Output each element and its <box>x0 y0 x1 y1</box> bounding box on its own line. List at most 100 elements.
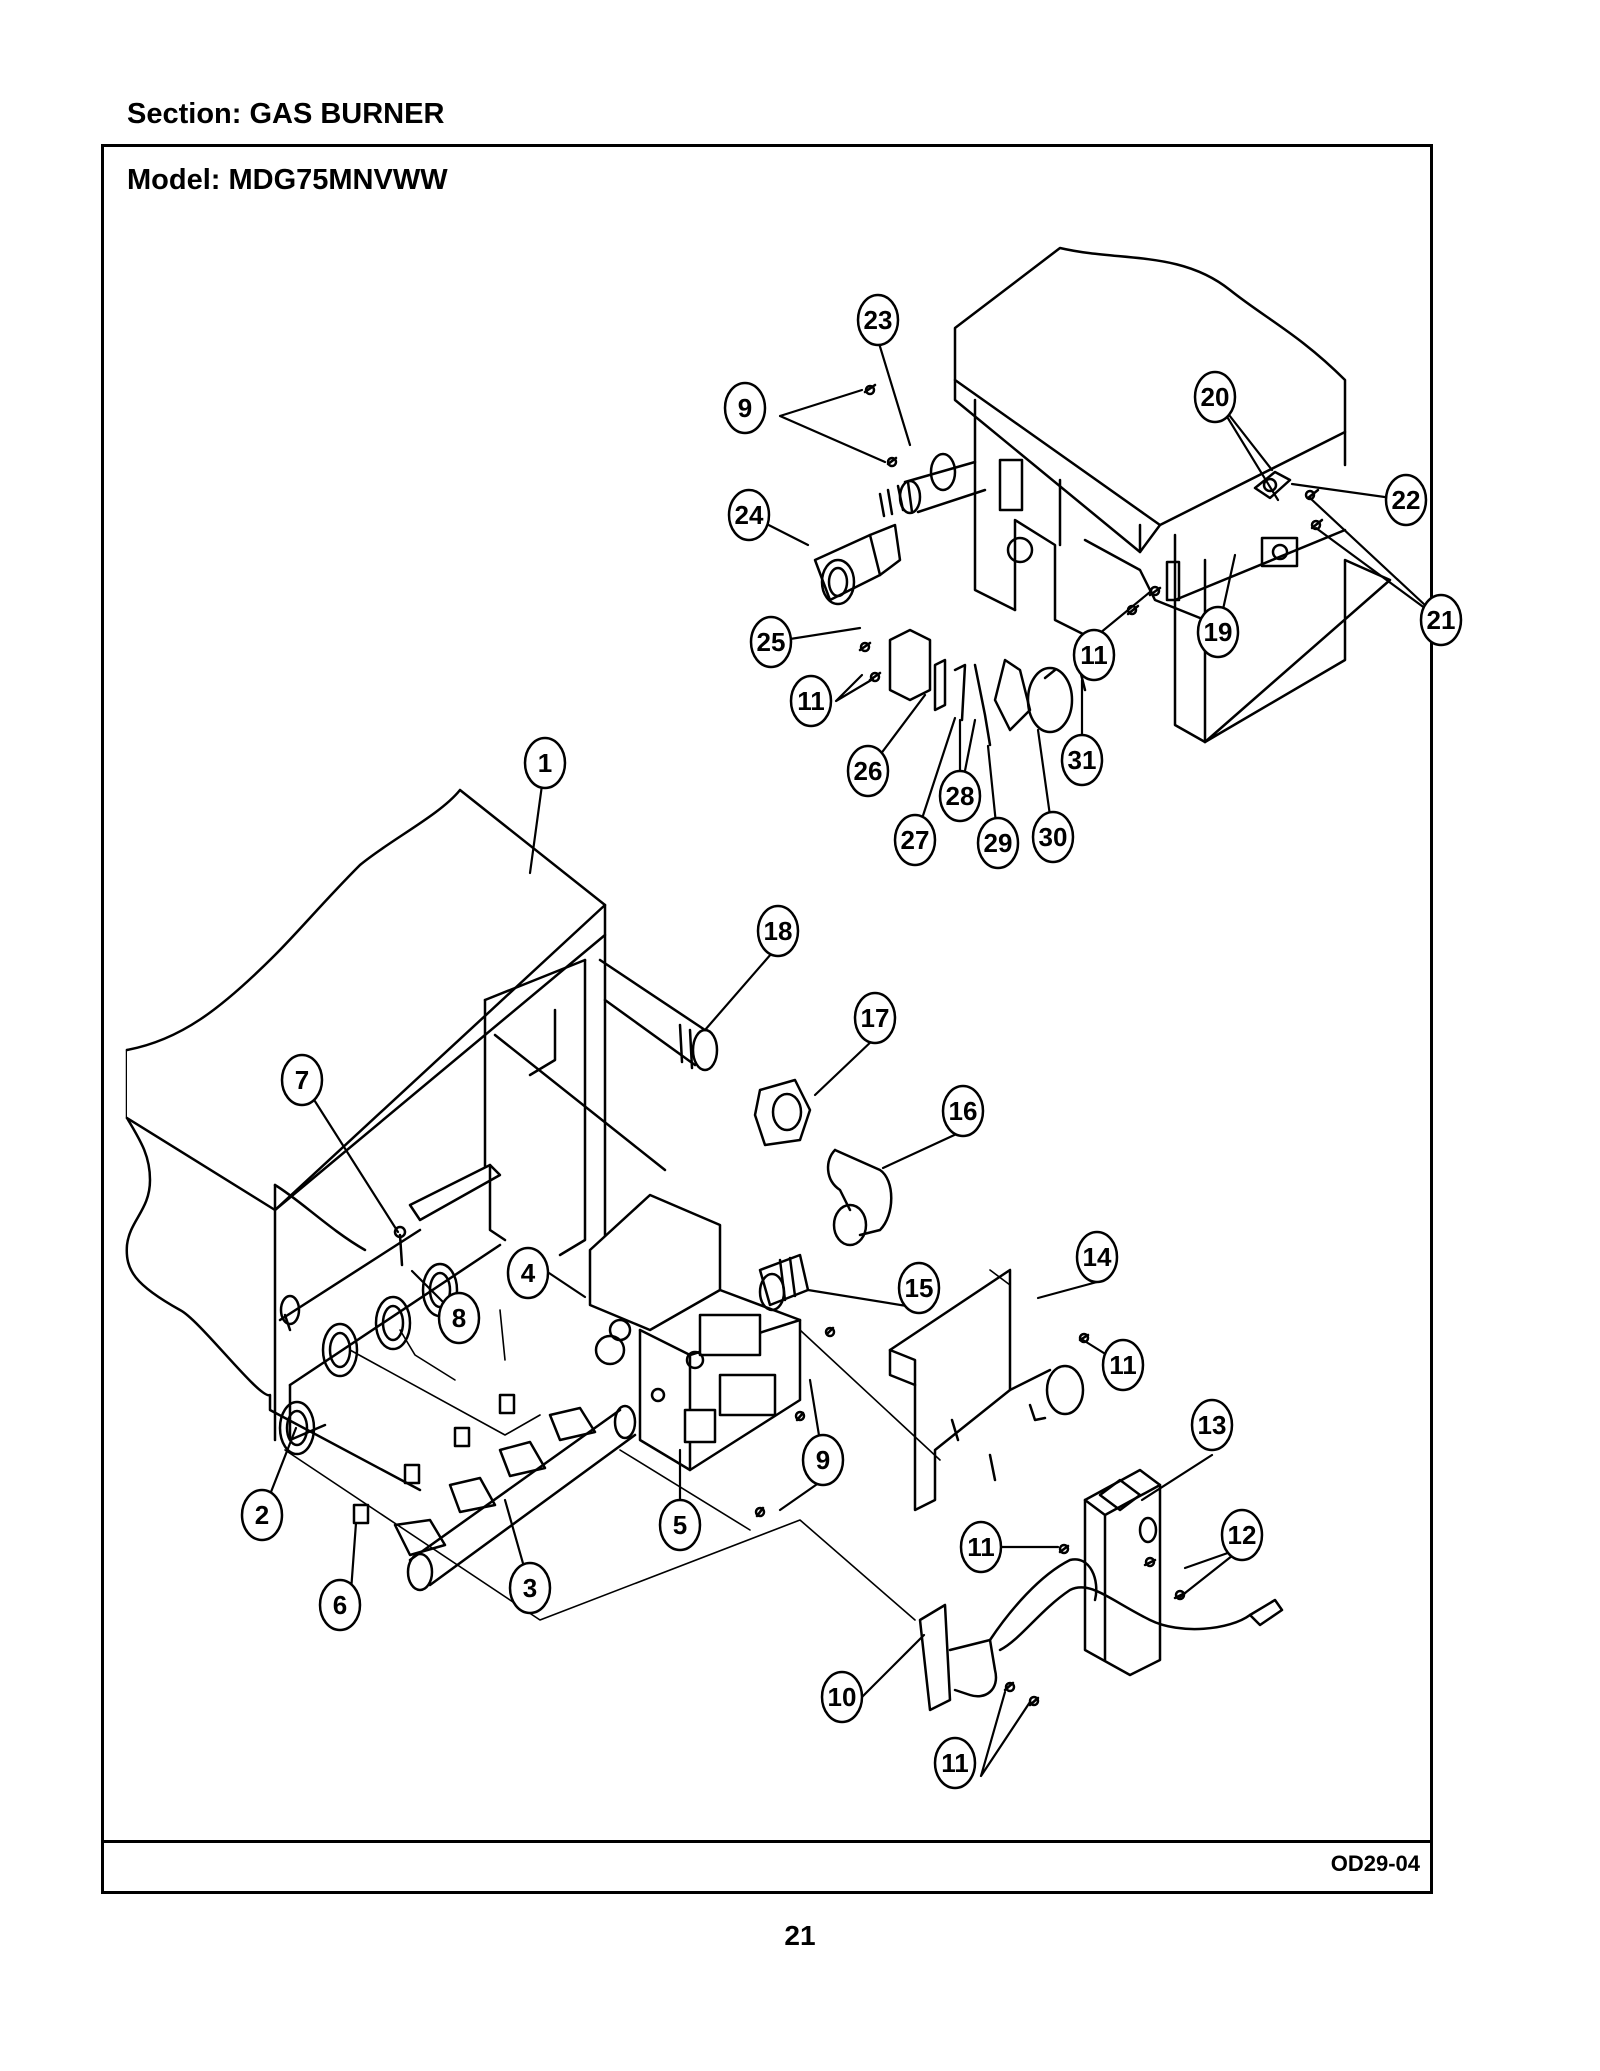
callout-balloon <box>856 293 900 347</box>
callout-30: 30 <box>1031 810 1075 864</box>
callout-5: 5 <box>658 1498 702 1552</box>
callout-number: 3 <box>523 1573 537 1603</box>
section-heading: Section: GAS BURNER <box>127 98 445 130</box>
callout-12: 12 <box>1220 1508 1264 1562</box>
callout-balloon <box>749 615 793 669</box>
callout-balloon <box>1220 1508 1264 1562</box>
callout-16: 16 <box>941 1084 985 1138</box>
callout-balloon <box>437 1291 481 1345</box>
callout-11: 11 <box>959 1520 1003 1574</box>
callout-24: 24 <box>727 488 771 542</box>
lower-housing <box>125 788 667 1492</box>
callout-1: 1 <box>523 736 567 790</box>
callout-number: 19 <box>1204 617 1233 647</box>
callout-number: 29 <box>984 828 1013 858</box>
callout-13: 13 <box>1190 1398 1234 1452</box>
callout-number: 8 <box>452 1303 466 1333</box>
callout-26: 26 <box>846 744 890 798</box>
callout-number: 11 <box>797 686 825 716</box>
callout-number: 28 <box>946 781 975 811</box>
callout-balloon <box>938 769 982 823</box>
callout-11: 11 <box>1072 628 1116 682</box>
callout-balloon <box>853 991 897 1045</box>
assembly-lines <box>284 1269 1011 1621</box>
callout-2: 2 <box>240 1488 284 1542</box>
callout-balloon <box>1193 370 1237 424</box>
callout-number: 11 <box>1109 1350 1137 1380</box>
callout-18: 18 <box>756 904 800 958</box>
callout-number: 14 <box>1083 1242 1112 1272</box>
callout-number: 27 <box>901 825 930 855</box>
model-heading: Model: MDG75MNVWW <box>127 164 448 196</box>
callout-number: 21 <box>1427 605 1456 635</box>
callout-balloon <box>941 1084 985 1138</box>
callout-11: 11 <box>933 1736 977 1790</box>
frame-divider <box>101 1840 1433 1843</box>
callout-balloon <box>723 381 767 435</box>
callout-28: 28 <box>938 769 982 823</box>
page-number: 21 <box>784 1920 816 1951</box>
callout-number: 23 <box>864 305 893 335</box>
callout-balloon <box>1419 593 1463 647</box>
callout-balloon <box>820 1670 864 1724</box>
callout-number: 17 <box>861 1003 890 1033</box>
callout-10: 10 <box>820 1670 864 1724</box>
callout-balloon <box>1072 628 1116 682</box>
callout-balloon <box>727 488 771 542</box>
gas-piping <box>598 958 893 1312</box>
fasteners <box>393 383 1324 1707</box>
callout-11: 11 <box>1101 1338 1145 1392</box>
callout-balloon <box>318 1578 362 1632</box>
callout-number: 4 <box>521 1258 536 1288</box>
callout-14: 14 <box>1075 1230 1119 1284</box>
callout-number: 6 <box>333 1590 347 1620</box>
callout-number: 11 <box>941 1748 969 1778</box>
callout-number: 24 <box>735 500 764 530</box>
diagram-frame <box>101 144 1433 1894</box>
callout-number: 12 <box>1228 1520 1257 1550</box>
callout-4: 4 <box>506 1246 550 1300</box>
callout-balloon <box>1101 1338 1145 1392</box>
upper-housing <box>953 246 1392 744</box>
callout-balloon <box>846 744 890 798</box>
gas-manifold <box>352 1393 637 1592</box>
callout-number: 11 <box>1080 640 1108 670</box>
callout-6: 6 <box>318 1578 362 1632</box>
callout-number: 18 <box>764 916 793 946</box>
callout-balloon <box>240 1488 284 1542</box>
callout-balloon <box>801 1433 845 1487</box>
callout-number: 2 <box>255 1500 269 1530</box>
callout-balloon <box>1031 810 1075 864</box>
callout-number: 31 <box>1068 745 1097 775</box>
callout-23: 23 <box>856 293 900 347</box>
callout-number: 22 <box>1392 485 1421 515</box>
callout-balloon <box>1075 1230 1119 1284</box>
callout-balloon <box>959 1520 1003 1574</box>
callout-number: 15 <box>905 1273 934 1303</box>
callout-number: 9 <box>738 393 752 423</box>
callout-9: 9 <box>801 1433 845 1487</box>
callout-25: 25 <box>749 615 793 669</box>
callout-balloon <box>933 1736 977 1790</box>
callout-balloon <box>658 1498 702 1552</box>
callout-balloon <box>893 813 937 867</box>
callout-balloon <box>756 904 800 958</box>
callout-15: 15 <box>897 1261 941 1315</box>
callout-20: 20 <box>1193 370 1237 424</box>
callout-number: 9 <box>816 1445 830 1475</box>
part-callouts: 1234567899101111111111121314151617181920… <box>240 293 1463 1790</box>
igniter-bracket <box>888 1268 1284 1712</box>
callout-balloon <box>523 736 567 790</box>
callout-number: 11 <box>967 1532 995 1562</box>
callout-22: 22 <box>1384 473 1428 527</box>
callout-balloon <box>1190 1398 1234 1452</box>
callout-balloon <box>789 674 833 728</box>
callout-number: 7 <box>295 1065 309 1095</box>
callout-balloon <box>976 816 1020 870</box>
callout-balloon <box>280 1053 324 1107</box>
gas-valve <box>588 1193 802 1472</box>
callout-number: 30 <box>1039 822 1068 852</box>
callout-number: 16 <box>949 1096 978 1126</box>
callout-8: 8 <box>437 1291 481 1345</box>
